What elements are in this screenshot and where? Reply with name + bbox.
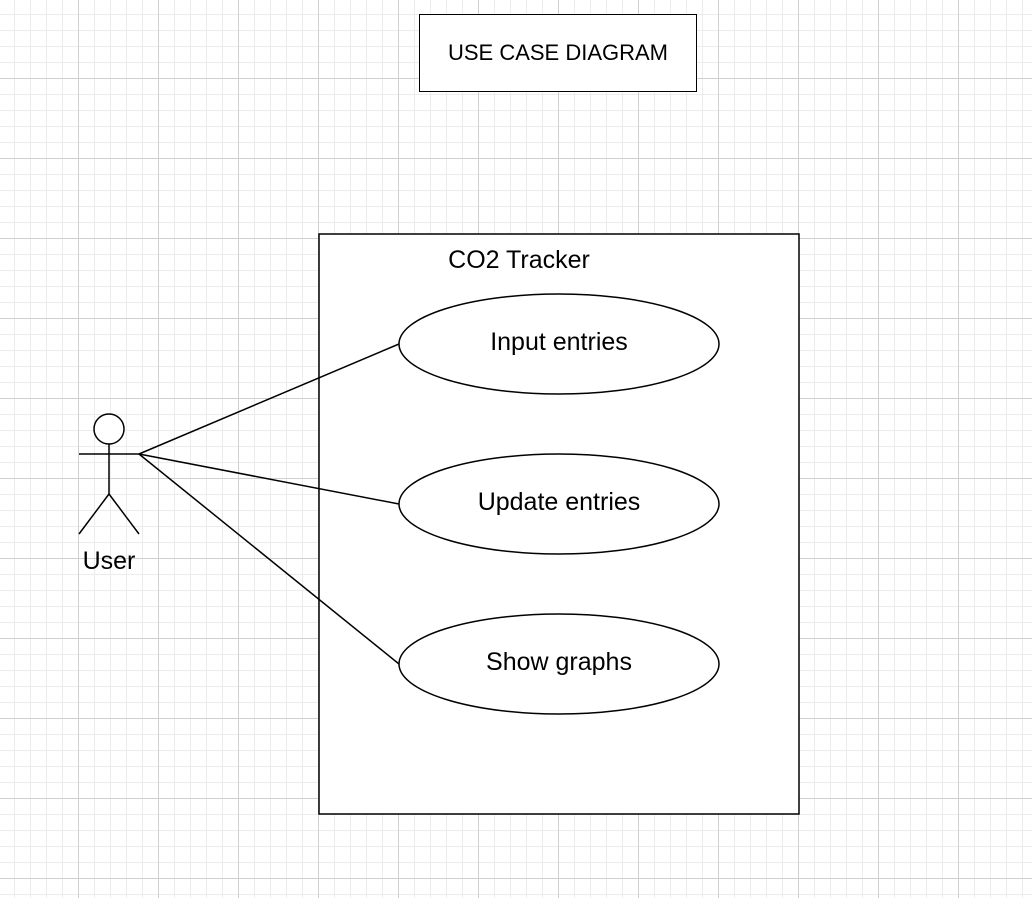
use-case-input-entries[interactable] [398,293,720,395]
use-case-show-graphs[interactable] [398,613,720,715]
diagram-title[interactable]: USE CASE DIAGRAM [419,14,697,92]
actor-name: User [82,547,136,575]
actor-stick-figure-icon[interactable] [78,413,140,535]
use-case-label-update-entries: Update entries [477,488,641,516]
association-input-entries[interactable] [138,343,400,455]
association-show-graphs[interactable] [138,453,400,665]
use-case-label-show-graphs: Show graphs [486,648,632,676]
system-name: CO2 Tracker [448,246,590,274]
use-case-update-entries[interactable] [398,453,720,555]
association-update-entries[interactable] [138,453,400,505]
use-case-label-input-entries: Input entries [490,328,628,356]
